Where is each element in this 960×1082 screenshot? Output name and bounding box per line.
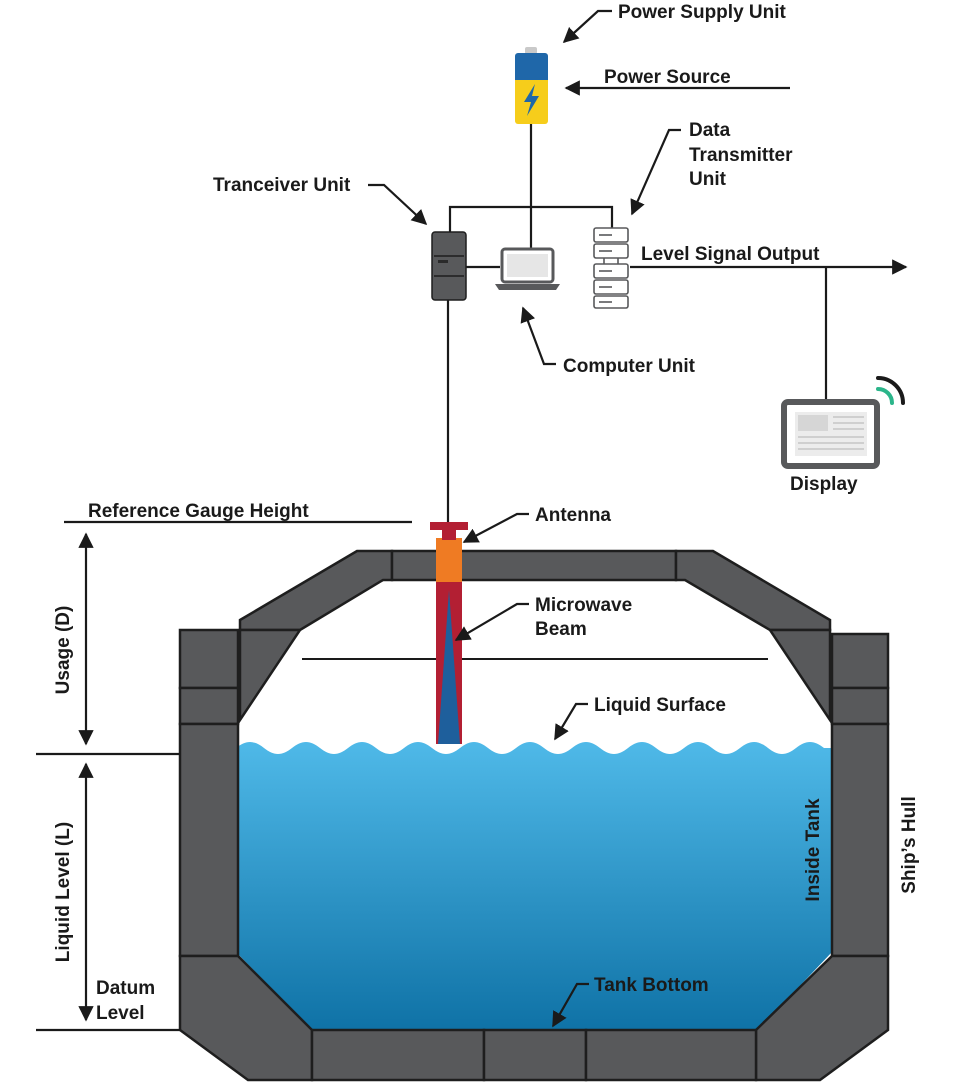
label-data-transmitter-line3: Unit	[689, 169, 727, 190]
hull-right-block-2	[830, 686, 890, 726]
hull-left-block-1	[178, 628, 240, 690]
hull-right-block-3	[830, 722, 890, 958]
hull-top-right-slope	[674, 549, 832, 632]
label-reference-gauge-height: Reference Gauge Height	[88, 501, 309, 522]
label-liquid-level: Liquid Level (L)	[53, 822, 74, 962]
transceiver-icon	[431, 231, 467, 301]
label-display: Display	[790, 474, 858, 495]
microwave-beam-cone	[438, 590, 460, 744]
label-inside-tank: Inside Tank	[803, 798, 824, 902]
hull-right-block-1	[830, 632, 890, 690]
wireless-signal-icon	[876, 376, 905, 405]
hull-top-left-slope	[238, 549, 394, 632]
battery-icon	[515, 47, 548, 124]
label-liquid-surface: Liquid Surface	[594, 695, 726, 716]
label-antenna: Antenna	[535, 505, 611, 526]
label-data-transmitter-line1: Data	[689, 120, 731, 141]
label-level-signal-output: Level Signal Output	[641, 244, 820, 265]
laptop-icon	[495, 247, 560, 290]
labels: Power Supply Unit Power Source Data Tran…	[53, 2, 920, 1024]
label-ships-hull: Ship’s Hull	[899, 796, 920, 893]
label-datum-level-line1: Datum	[96, 978, 155, 999]
measurement-lines	[36, 520, 412, 1032]
server-icon	[593, 227, 629, 309]
hull-chamfer-right	[767, 628, 832, 725]
liquid-body	[236, 742, 832, 1030]
label-power-source: Power Source	[604, 67, 731, 88]
hull-left-block-3	[178, 722, 240, 958]
hull-left-block-2	[178, 686, 240, 726]
antenna-assembly	[430, 522, 468, 744]
label-microwave-beam-line2: Beam	[535, 619, 587, 640]
hull-bottom-plate-1	[310, 1028, 486, 1082]
label-computer-unit: Computer Unit	[563, 356, 696, 377]
label-usage: Usage (D)	[53, 606, 74, 695]
label-data-transmitter-line2: Transmitter	[689, 145, 793, 166]
display-tablet-icon	[781, 399, 880, 469]
tank-structure	[178, 549, 890, 1082]
label-datum-level-line2: Level	[96, 1003, 145, 1024]
hull-top-center	[390, 549, 678, 582]
label-tranceiver-unit: Tranceiver Unit	[213, 175, 351, 196]
antenna-head	[436, 538, 462, 582]
hull-bottom-plate-2	[482, 1028, 588, 1082]
antenna-neck	[442, 528, 456, 540]
antenna-flange	[430, 522, 468, 530]
hull-chamfer-left	[238, 628, 303, 725]
wiring	[446, 124, 908, 522]
label-microwave-beam-line1: Microwave	[535, 595, 632, 616]
label-power-supply-unit: Power Supply Unit	[618, 2, 787, 23]
callout-leaders	[368, 9, 790, 1028]
hull-bottom-plate-3	[584, 1028, 758, 1082]
label-tank-bottom: Tank Bottom	[594, 975, 709, 996]
